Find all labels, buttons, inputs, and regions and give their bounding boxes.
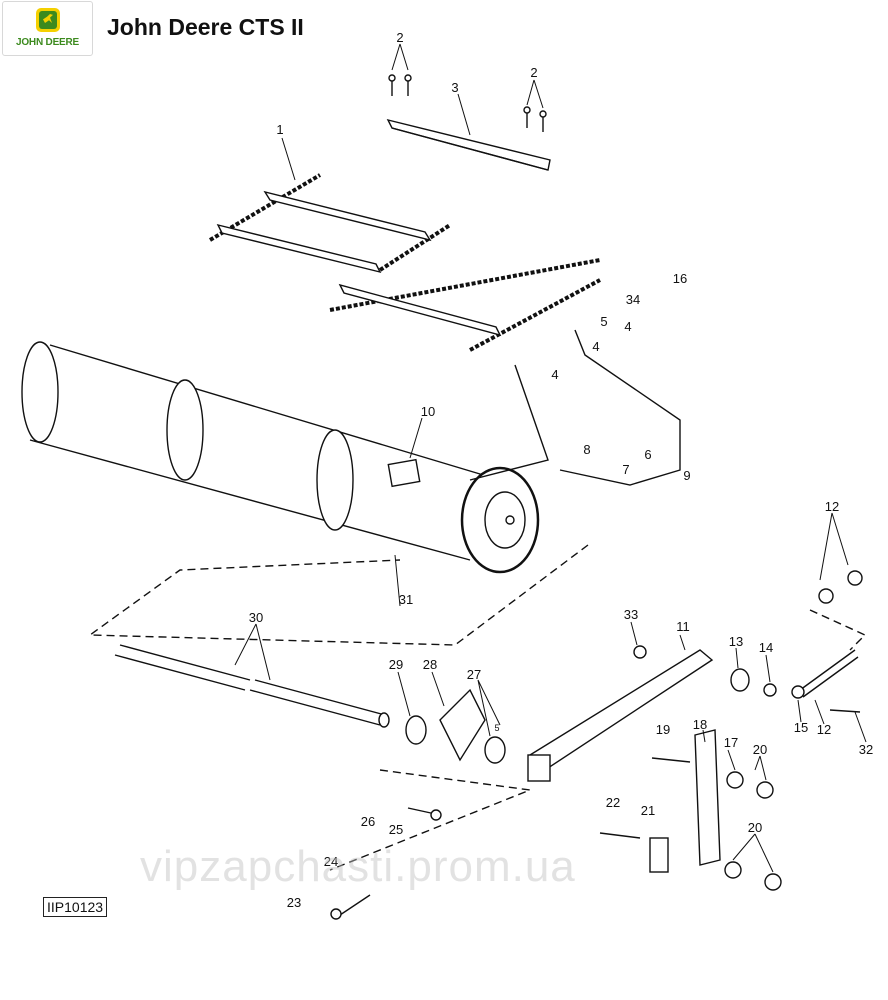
callout: 22 xyxy=(606,795,620,810)
page-title: John Deere CTS II xyxy=(107,14,304,40)
link-kit-outline xyxy=(559,329,681,486)
leader-lines xyxy=(234,43,867,873)
logo-text: JOHN DEERE xyxy=(15,37,79,48)
conveyor-chain xyxy=(208,173,601,352)
callout: 24 xyxy=(324,854,338,869)
callout: 2 xyxy=(396,30,403,45)
callout: 12 xyxy=(817,722,831,737)
slat-strip xyxy=(386,74,551,171)
callout: 33 xyxy=(624,607,638,622)
callout: 1 xyxy=(276,122,283,137)
callout: 7 xyxy=(622,462,629,477)
callout: 11 xyxy=(676,619,690,634)
callout: 27 xyxy=(467,667,481,682)
callout: 25 xyxy=(389,822,403,837)
shaft xyxy=(114,644,506,764)
callout: 9 xyxy=(683,468,690,483)
callout: 18 xyxy=(693,717,707,732)
callout: 16 xyxy=(673,271,687,286)
arm xyxy=(330,570,863,920)
callout: 29 xyxy=(389,657,403,672)
callout: 15 xyxy=(794,720,808,735)
callout: 4 xyxy=(592,339,599,354)
callout: 5 xyxy=(494,723,499,733)
callout: 6 xyxy=(644,447,651,462)
assembly-outline xyxy=(87,544,867,871)
callout: 2 xyxy=(530,65,537,80)
callout: 23 xyxy=(287,895,301,910)
callout: 3 xyxy=(451,80,458,95)
drum xyxy=(21,341,540,574)
callout: 20 xyxy=(753,742,767,757)
callout: 12 xyxy=(825,499,839,514)
callout: 19 xyxy=(656,722,670,737)
callout: 4 xyxy=(551,367,558,382)
callout: 34 xyxy=(626,292,640,307)
callout: 14 xyxy=(759,640,773,655)
callout: 5 xyxy=(600,314,607,329)
callout: 30 xyxy=(249,610,263,625)
callout: 13 xyxy=(729,634,743,649)
diagram-code: IIP10123 xyxy=(43,897,108,917)
john-deere-logo: JOHN DEERE xyxy=(2,1,93,56)
callout: 26 xyxy=(361,814,375,829)
callout: 20 xyxy=(748,820,762,835)
callout: 31 xyxy=(399,592,413,607)
deer-icon xyxy=(36,8,60,32)
callout-labels: 2 3 2 1 34 16 5 4 4 4 10 8 6 7 9 12 31 3… xyxy=(249,30,873,910)
watermark: vipzapchasti.prom.ua xyxy=(140,842,576,891)
callout: 8 xyxy=(583,442,590,457)
callout: 28 xyxy=(423,657,437,672)
callout: 4 xyxy=(624,319,631,334)
link-outline xyxy=(469,364,549,481)
callout: 32 xyxy=(859,742,873,757)
callout: 10 xyxy=(421,404,435,419)
callout: 21 xyxy=(641,803,655,818)
callout: 17 xyxy=(724,735,738,750)
